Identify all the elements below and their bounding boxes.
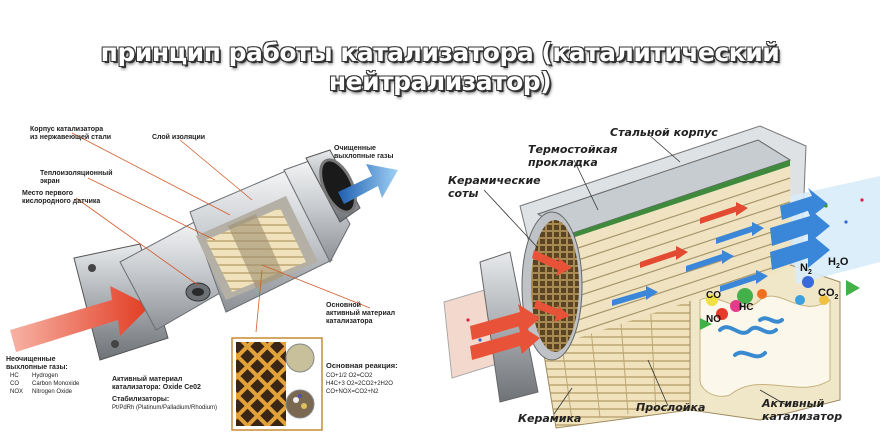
label-raw-gases: Неочищенные выхлопные газы: (6, 356, 68, 371)
legend-code: CO (10, 381, 19, 387)
molecule-h2o-subscript: 2 (835, 263, 840, 271)
label-base-material: Основной активный материал катализатора (326, 302, 396, 325)
molecule-co: CO (706, 290, 721, 301)
legend-row: NOX Nitrogen Oxide (10, 389, 72, 395)
label-insulation-layer: Слой изоляции (152, 134, 206, 141)
label-clean-gases: Очищенные выхлопные газы (334, 145, 394, 160)
label-housing: Корпус катализатора из нержавеющей стали (30, 126, 112, 141)
molecule-co2: CO2 (818, 287, 838, 301)
molecule-co2-symbol: CO (818, 287, 835, 299)
label-active-catalyst: Активный катализатор (762, 397, 843, 423)
molecule-no: NO (706, 314, 721, 325)
legend-code: NOX (10, 389, 24, 395)
molecule-h2o-symbol: H (828, 256, 836, 268)
label-heat-gasket: Термостойкая прокладка (528, 143, 618, 169)
legend-row: HC Hydrogen (10, 373, 58, 379)
stabilizers-value: Pt/PdRh (Platinum/Palladium/Rhodium) (112, 405, 218, 411)
reaction-equations: CO+1/2 O2=CO2 H4C+3 O2=2CO2+2H2O CO+NOX=… (326, 373, 393, 395)
molecule-n2-subscript: 2 (807, 269, 812, 277)
label-stabilizers: Стабилизаторы: (112, 396, 170, 403)
legend-row: CO Carbon Monoxide (10, 381, 79, 387)
legend-code: HC (10, 373, 19, 379)
left-catalyst-illustration (10, 132, 398, 431)
molecule-co2-subscript: 2 (834, 294, 839, 302)
label-ceramic: Керамика (518, 412, 582, 425)
legend-name: Nitrogen Oxide (32, 389, 73, 395)
label-heat-shield: Теплоизоляционный экран (40, 170, 113, 185)
molecule-hc: HC (739, 302, 754, 313)
molecule-n2: N2 (800, 262, 812, 276)
right-section-illustration (443, 125, 880, 429)
molecule-h2o-tail: O (839, 256, 849, 268)
molecule-h2o: H2O (828, 256, 848, 270)
raw-gas-arrow (10, 286, 150, 352)
label-active-material: Активный материал катализатора: Oxide Ce… (112, 376, 201, 391)
label-main-reaction: Основная реакция: (326, 361, 398, 370)
legend-name: Hydrogen (32, 373, 59, 379)
label-interlayer: Прослойка (636, 401, 706, 414)
label-sensor-place: Место первого кислородного датчика (22, 190, 101, 205)
page-title: принцип работы катализатора (каталитичес… (100, 38, 780, 96)
label-ceramic-honeycomb: Керамические соты (448, 174, 541, 200)
legend-name: Carbon Monoxide (32, 381, 80, 387)
label-steel-housing: Стальной корпус (610, 126, 718, 139)
molecule-n2-symbol: N (800, 262, 808, 274)
clean-gas-arrow (338, 164, 398, 204)
channel-flow-arrows (612, 202, 768, 306)
